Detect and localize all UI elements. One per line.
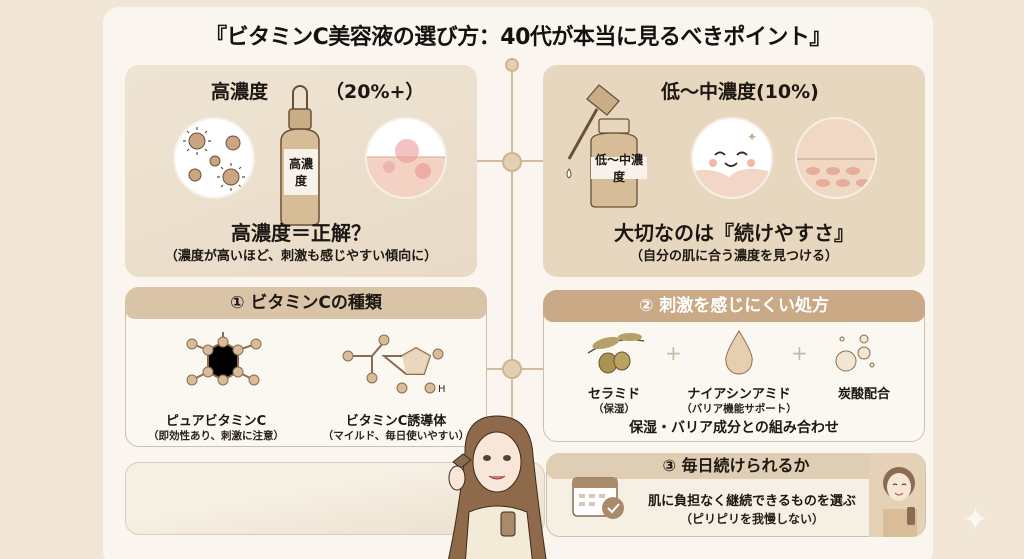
high-concentration-heading: 高濃度 (211, 81, 269, 103)
derivative-note: （マイルド、毎日使いやすい） (322, 430, 470, 442)
ceramide-label: セラミド (587, 387, 640, 402)
section3-line2: （ピリピリを我慢しない） (679, 512, 824, 526)
bottle-label: 低〜中濃度 (591, 153, 647, 184)
gentle-formula-section: ② 刺激を感じにくい処方 + + セラミド （保湿） ナイアシンアミド （バリア… (543, 290, 925, 442)
healthy-skin-icon (795, 117, 877, 199)
svg-text:✦: ✦ (747, 130, 757, 144)
bubbles-icon (834, 331, 878, 379)
droplet-icon (722, 329, 756, 379)
happy-skin-icon: ✦ (691, 117, 773, 199)
high-concentration-percent: （20%+） (325, 81, 425, 103)
low-concentration-note: （自分の肌に合う濃度を見つける） (629, 249, 838, 264)
smiling-woman-avatar (869, 453, 925, 537)
niacinamide-note: （バリア機能サポート） (681, 403, 797, 415)
timeline-connector (511, 66, 513, 446)
irritated-skin-icon (365, 117, 447, 199)
carbonated-label: 炭酸配合 (837, 387, 890, 402)
page-title: 『ビタミンC美容液の選び方：40代が本当に見るべきポイント』 (205, 25, 831, 50)
section3-line1: 肌に負担なく継続できるものを選ぶ (648, 494, 856, 509)
connector-node (502, 359, 522, 379)
derivative-label: ビタミンC誘導体 (345, 414, 447, 429)
molecule-icon (178, 332, 268, 400)
high-concentration-headline: 高濃度＝正解？ (231, 221, 371, 245)
pure-vitamin-c-label: ピュアビタミンC (165, 414, 267, 429)
section-header: ① ビタミンCの種類 (125, 287, 487, 319)
infographic-card: 『ビタミンC美容液の選び方：40代が本当に見るべきポイント』 高濃度 （20%+… (103, 7, 933, 559)
connector-dot (505, 58, 519, 72)
woman-applying-serum-illustration (435, 412, 555, 559)
daily-continuation-section: ③ 毎日続けられるか 肌に負担なく継続できるものを選ぶ （ピリピリを我慢しない） (546, 453, 926, 537)
section-header: ② 刺激を感じにくい処方 (543, 290, 925, 322)
oh-label: H (438, 384, 446, 395)
vitamin-c-types-section: ① ビタミンCの種類 H ピュアビタミンC （即効性あり、刺激に注意） ビタミン… (125, 287, 487, 447)
section-header: ③ 毎日続けられるか (546, 453, 926, 479)
calendar-check-icon (571, 470, 627, 526)
plus-icon: + (665, 341, 682, 365)
section2-footer: 保湿・バリア成分との組み合わせ (629, 420, 839, 436)
niacinamide-label: ナイアシンアミド (687, 387, 791, 402)
high-concentration-note: （濃度が高いほど、刺激も感じやすい傾向に） (164, 249, 438, 264)
high-concentration-panel: 高濃度 （20%+） 高濃度 (125, 65, 477, 277)
olive-branch-icon (586, 331, 646, 379)
sparkle-icon: ✦ (962, 500, 989, 538)
low-concentration-panel: 低〜中濃度(10%) 低〜中濃度 ✦ (543, 65, 925, 277)
plus-icon: + (791, 341, 808, 365)
dropper-bottle-icon (557, 79, 657, 209)
bottle-label: 高濃度 (284, 149, 318, 195)
connector-node (502, 152, 522, 172)
derivative-molecule-icon: H (338, 332, 448, 400)
pure-vitamin-c-note: （即効性あり、刺激に注意） (147, 430, 285, 442)
bacteria-icon (173, 117, 255, 199)
low-concentration-heading: 低〜中濃度(10%) (661, 81, 819, 103)
ceramide-note: （保湿） (593, 403, 635, 415)
low-concentration-headline: 大切なのは『続けやすさ』 (614, 221, 854, 245)
